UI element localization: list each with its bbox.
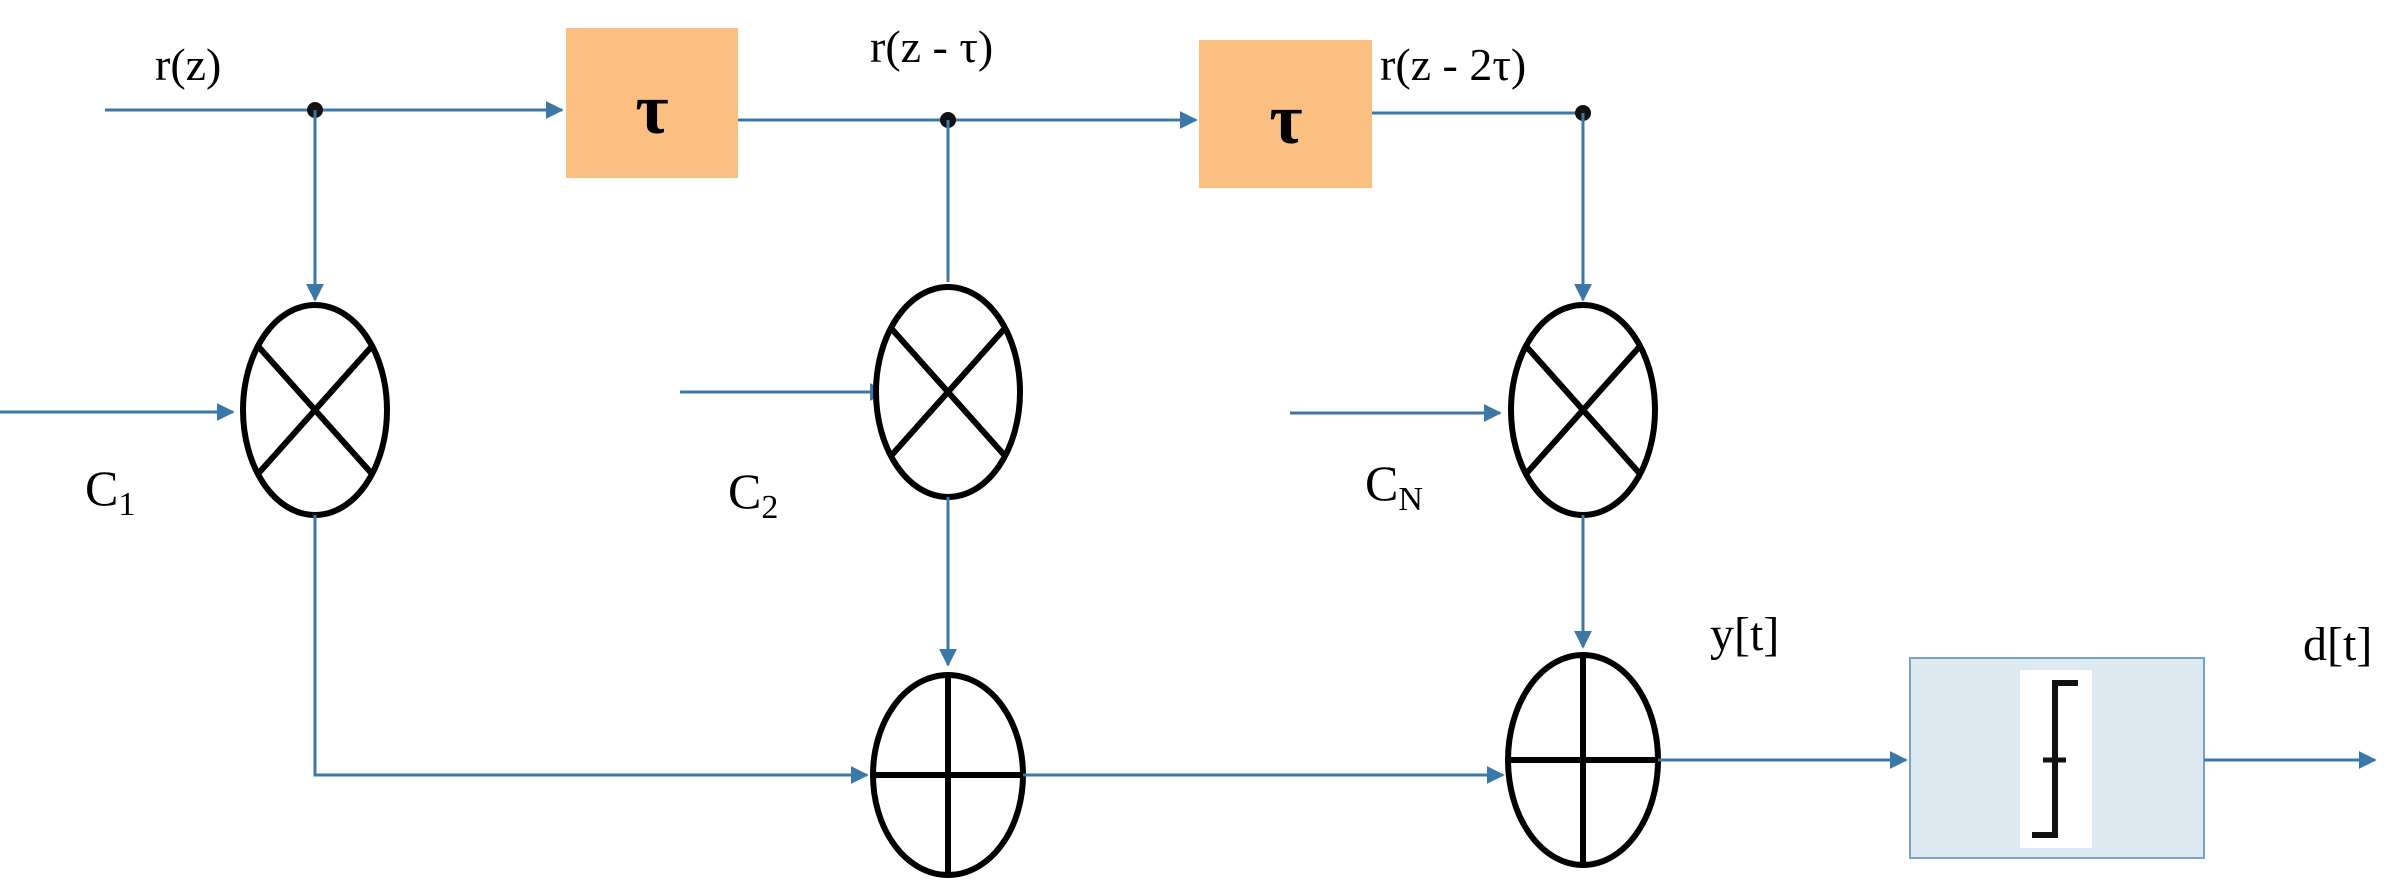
delay-block-1 (566, 28, 738, 178)
label-y-t: y[t] (1710, 608, 1779, 661)
label-c2: C2 (728, 463, 778, 526)
plus-circle-icon (870, 672, 1026, 878)
multiply-circle-icon (240, 302, 390, 518)
delay-block-2-symbol: τ (1269, 79, 1302, 159)
label-r-z-tau: r(z - τ) (870, 21, 993, 72)
label-cn: CN (1365, 455, 1423, 518)
product-1-wire (313, 515, 869, 784)
label-c1: C1 (85, 460, 135, 523)
multiply-circle-icon (873, 284, 1023, 500)
delay-block-1-symbol: τ (635, 69, 668, 149)
label-r-z: r(z) (155, 39, 221, 90)
plus-circle-icon (1505, 652, 1661, 868)
delay-block-2 (1199, 40, 1372, 188)
multiply-circle-icon (1508, 302, 1658, 518)
label-r-z-2tau: r(z - 2τ) (1380, 39, 1526, 90)
step-function-icon (2020, 670, 2092, 848)
label-d-t: d[t] (2303, 618, 2372, 671)
